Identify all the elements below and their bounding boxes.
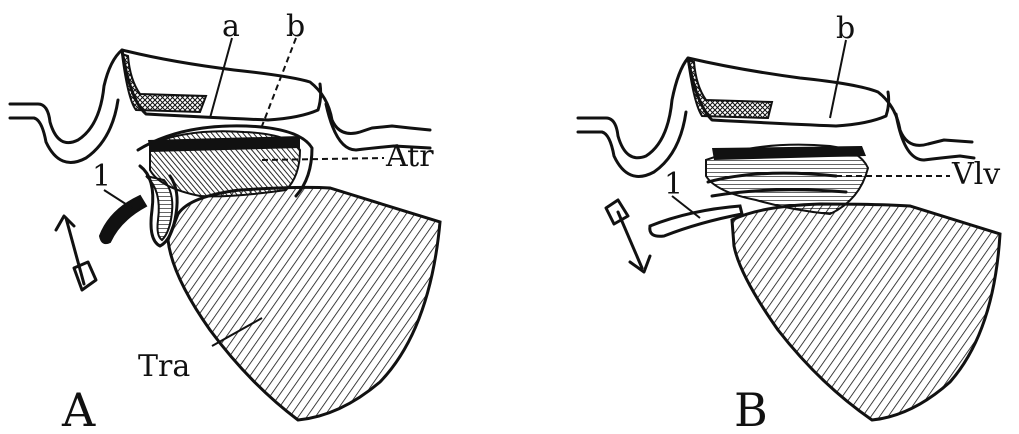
panel-b-label-b: b (836, 11, 855, 46)
panel-b-arrow-down-icon (606, 200, 650, 272)
panel-b-letter: B (734, 383, 768, 434)
panel-b: b Vlv 1 B (578, 11, 1000, 434)
panel-b-ligament (650, 206, 742, 236)
panel-a-leader-a (210, 38, 232, 118)
panel-a-label-b: b (286, 9, 305, 44)
panel-b-label-1: 1 (664, 167, 683, 202)
panel-a-label-1: 1 (92, 159, 111, 194)
panel-a-trachea (168, 187, 440, 420)
panel-b-cap (688, 60, 772, 118)
panel-a-letter: A (61, 383, 96, 434)
panel-b-label-vlv: Vlv (951, 157, 1000, 192)
panel-a-arrow-up-icon (56, 216, 96, 290)
panel-a-leader-b (262, 38, 296, 126)
panel-a-membrane (10, 50, 430, 143)
panel-a: a b Atr 1 Tra A (10, 9, 440, 434)
panel-b-leader-b (830, 40, 846, 118)
panel-a-label-tra: Tra (138, 349, 190, 384)
panel-a-cap (122, 54, 206, 112)
panel-a-label-a: a (222, 9, 240, 44)
panel-b-membrane (578, 58, 972, 158)
panel-a-label-atr: Atr (385, 139, 434, 174)
panel-b-trachea (732, 204, 1000, 420)
